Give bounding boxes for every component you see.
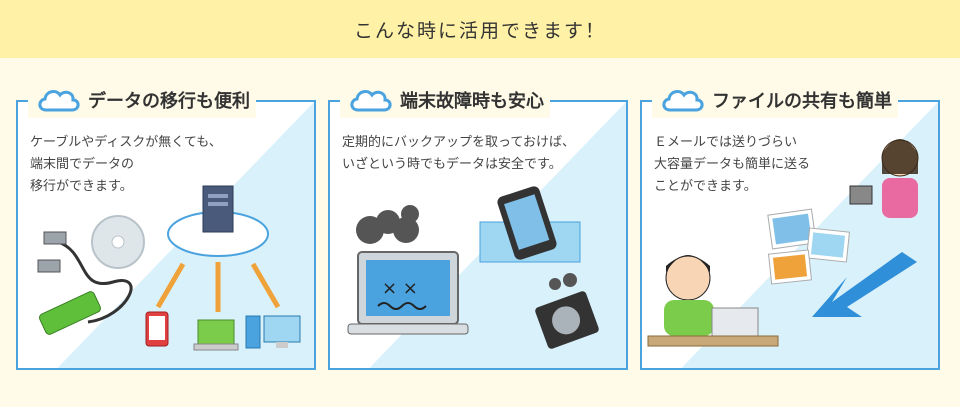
- panel-description-line: 定期的にバックアップを取っておけば、: [342, 135, 575, 150]
- panel-file-sharing: Ｅメールでは送りづらい 大容量データも簡単に送る ことができます。: [640, 100, 940, 370]
- panel-description-line: ことができます。: [654, 179, 757, 194]
- cloud-server-icon: [167, 185, 269, 257]
- smartphone-icon: [497, 186, 557, 260]
- panel-data-migration: ケーブルやディスクが無くても、 端末間でデータの 移行ができます。: [16, 100, 316, 370]
- data-migration-illustration: [37, 185, 301, 351]
- cloud-icon: [38, 90, 80, 112]
- banner: こんな時に活用できます！: [0, 0, 960, 58]
- panel-description: ケーブルやディスクが無くても、 端末間でデータの 移行ができます。: [30, 132, 304, 198]
- panel-header-file-sharing: ファイルの共有も簡単: [652, 82, 898, 118]
- smoke-icon: [356, 205, 419, 244]
- panel-description: Ｅメールでは送りづらい 大容量データも簡単に送る ことができます。: [654, 132, 928, 198]
- man-at-laptop-icon: [647, 255, 779, 347]
- panel-failure-safety: 定期的にバックアップを取っておけば、 いざという時でもデータは安全です。 × ×: [328, 100, 628, 370]
- panel-description-line: 移行ができます。: [30, 179, 133, 194]
- panel-header-data-migration: データの移行も便利: [28, 82, 256, 118]
- panel-description-line: ケーブルやディスクが無くても、: [30, 135, 222, 150]
- panel-description-line: 端末間でデータの: [30, 157, 135, 172]
- device-failure-illustration: × ×: [347, 186, 599, 349]
- woman-with-camera-icon: [849, 139, 919, 218]
- panel-description-line: いざという時でもデータは安全です。: [342, 157, 562, 172]
- panel-description: 定期的にバックアップを取っておけば、 いざという時でもデータは安全です。: [342, 132, 616, 176]
- laptop-icon: [193, 319, 239, 351]
- phone-icon: [145, 311, 169, 347]
- cloud-icon: [350, 90, 392, 112]
- cloud-icon: [662, 90, 704, 112]
- send-arrow-icon: [812, 252, 917, 317]
- usb-stick-icon: [38, 291, 102, 335]
- panel-header-failure-safety: 端末故障時も安心: [340, 82, 550, 118]
- usb-cable-icon: [37, 231, 133, 324]
- panel-title: ファイルの共有も簡単: [712, 91, 892, 112]
- desktop-pc-icon: [245, 315, 301, 349]
- svg-text:× ×: × ×: [382, 278, 418, 299]
- banner-title: こんな時に活用できます！: [353, 19, 606, 42]
- panel-description-line: 大容量データも簡単に送る: [654, 157, 811, 172]
- broken-hdd-icon: [535, 273, 599, 349]
- panel-title: 端末故障時も安心: [400, 91, 544, 112]
- broken-laptop-icon: × ×: [347, 251, 469, 335]
- photos-icon: [767, 208, 851, 285]
- cd-disc-icon: [91, 215, 145, 269]
- panel-description-line: Ｅメールでは送りづらい: [654, 135, 798, 150]
- sync-arrows: [155, 262, 281, 312]
- file-sharing-illustration: [647, 139, 919, 347]
- panel-title: データの移行も便利: [88, 91, 250, 112]
